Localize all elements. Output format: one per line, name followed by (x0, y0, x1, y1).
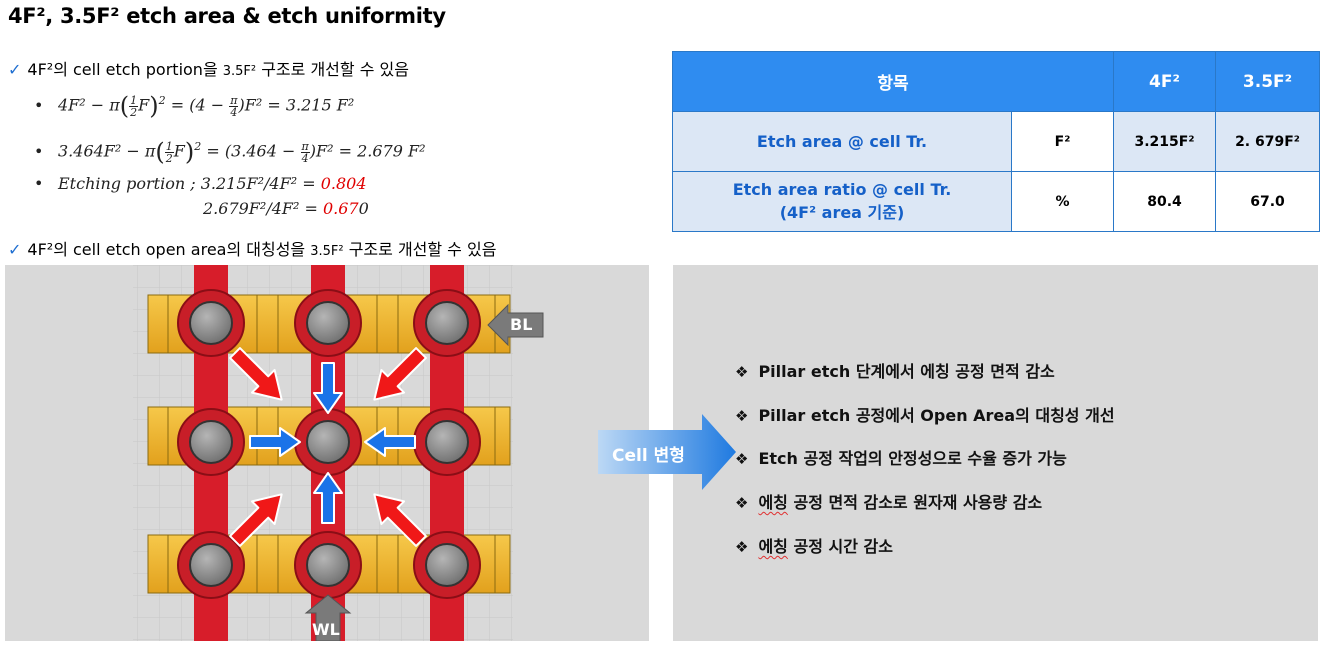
bullet-open-area: ✓ 4F²의 cell etch open area의 대칭성을 3.5F² 구조… (8, 236, 496, 260)
row-value-4f2: 80.4 (1113, 171, 1216, 232)
formula-text: = (4 − (170, 95, 225, 115)
comparison-table: 항목 4F² 3.5F² Etch area @ cell Tr. F² 3.2… (672, 51, 1320, 232)
row-unit: % (1011, 171, 1114, 232)
pillars (177, 289, 481, 599)
bullet-portion: ✓ 4F²의 cell etch portion을 3.5F² 구조로 개선할 수… (8, 56, 409, 80)
row-label: Etch area @ cell Tr. (672, 111, 1012, 172)
cell-transform-arrow: Cell 변형 (598, 414, 738, 494)
bullet-text: 4F²의 cell etch open area의 대칭성을 (27, 240, 311, 259)
bl-label: BL (510, 315, 533, 334)
feature-item: ❖에칭 공정 면적 감소로 원자재 사용량 감소 (735, 493, 1043, 512)
cell-layout-diagram: BL WL (5, 265, 649, 641)
bullet-icon: • (34, 174, 44, 193)
table-row: Etch area ratio @ cell Tr.(4F² area 기준) … (672, 171, 1320, 232)
bullet-small-text: 3.5F² (222, 64, 257, 79)
header-3p5f2: 3.5F² (1215, 51, 1320, 112)
row-value-4f2: 3.215F² (1113, 111, 1216, 172)
wl-label: WL (312, 620, 340, 639)
header-4f2: 4F² (1113, 51, 1216, 112)
feature-item: ❖Pillar etch 단계에서 에칭 공정 면적 감소 (735, 362, 1055, 381)
diamond-icon: ❖ (735, 494, 749, 512)
header-item: 항목 (672, 51, 1114, 112)
formula-text: = (3.464 − (206, 141, 296, 161)
diagram-svg (133, 265, 544, 641)
bullet-text: 4F²의 cell etch portion을 (27, 60, 223, 79)
table-row: Etch area @ cell Tr. F² 3.215F² 2. 679F² (672, 111, 1320, 172)
feature-panel: ❖Pillar etch 단계에서 에칭 공정 면적 감소 ❖Pillar et… (673, 265, 1318, 641)
portion-value: 0.804 (320, 174, 367, 193)
blue-arrows (249, 362, 416, 524)
table-header-row: 항목 4F² 3.5F² (672, 51, 1320, 112)
bullet-small-text: 3.5F² (310, 244, 344, 259)
etching-portion-line1: • Etching portion ; 3.215F²/4F² = 0.804 (34, 174, 367, 193)
bullet-text-end: 구조로 개선할 수 있음 (256, 60, 409, 79)
red-arrows (229, 347, 427, 547)
check-icon: ✓ (8, 240, 22, 259)
portion-value: 0.67 (322, 199, 359, 218)
formula-text: )F² = 2.679 F² (309, 141, 426, 161)
diamond-icon: ❖ (735, 450, 749, 468)
row-value-3p5f2: 2. 679F² (1215, 111, 1320, 172)
formula-text: 4F² − π (58, 95, 120, 115)
portion-value-tail: 0 (358, 199, 369, 218)
etching-portion-line2: 2.679F²/4F² = 0.670 (203, 199, 369, 218)
page-title: 4F², 3.5F² etch area & etch uniformity (8, 4, 446, 28)
feature-item: ❖Etch 공정 작업의 안정성으로 수율 증가 가능 (735, 449, 1067, 468)
diamond-icon: ❖ (735, 363, 749, 381)
formula-text: )F² = 3.215 F² (238, 95, 355, 115)
check-icon: ✓ (8, 60, 22, 79)
portion-text: Etching portion ; 3.215F²/4F² = (58, 174, 321, 193)
diamond-icon: ❖ (735, 538, 749, 556)
bullet-icon: • (34, 141, 44, 161)
feature-item: ❖에칭 공정 시간 감소 (735, 537, 893, 556)
cell-transform-label: Cell 변형 (612, 446, 685, 466)
row-value-3p5f2: 67.0 (1215, 171, 1320, 232)
wl-arrow (304, 594, 352, 641)
row-unit: F² (1011, 111, 1114, 172)
bullet-text-end: 구조로 개선할 수 있음 (343, 240, 497, 259)
bullet-icon: • (34, 95, 44, 115)
arrow-svg (598, 414, 736, 490)
portion-text: 2.679F²/4F² = (203, 199, 323, 218)
row-label: Etch area ratio @ cell Tr.(4F² area 기준) (672, 171, 1012, 232)
diamond-icon: ❖ (735, 407, 749, 425)
bl-arrow (487, 303, 544, 347)
feature-item: ❖Pillar etch 공정에서 Open Area의 대칭성 개선 (735, 406, 1115, 425)
formula-text: 3.464F² − π (58, 141, 156, 161)
